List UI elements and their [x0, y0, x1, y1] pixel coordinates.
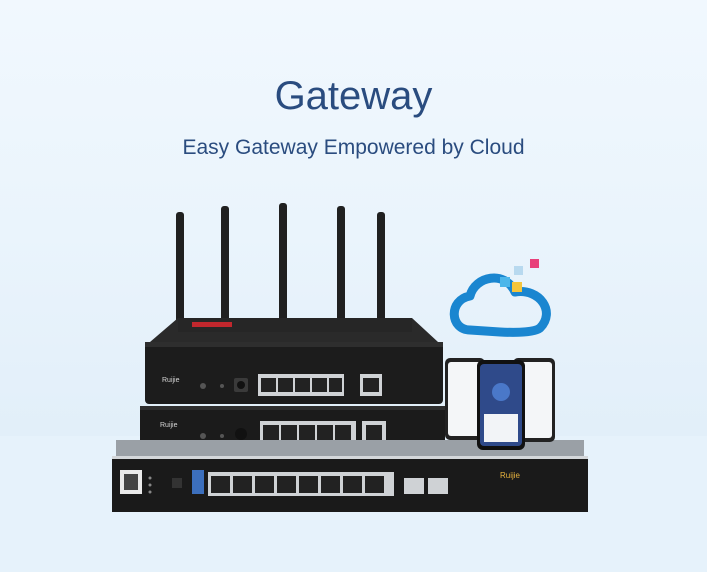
cloud-icon	[449, 259, 551, 337]
router-antennas	[176, 203, 385, 340]
rack-gateway: Ruijie	[112, 440, 588, 512]
brand-logo: Ruijie	[160, 422, 178, 429]
brand-logo: Ruijie	[162, 377, 180, 384]
wireless-router: Ruijie	[145, 318, 443, 404]
brand-logo: Ruijie	[500, 471, 521, 480]
page-title: Gateway	[274, 74, 433, 118]
page-subtitle: Easy Gateway Empowered by Cloud	[182, 136, 525, 159]
phone-icon	[445, 358, 555, 450]
